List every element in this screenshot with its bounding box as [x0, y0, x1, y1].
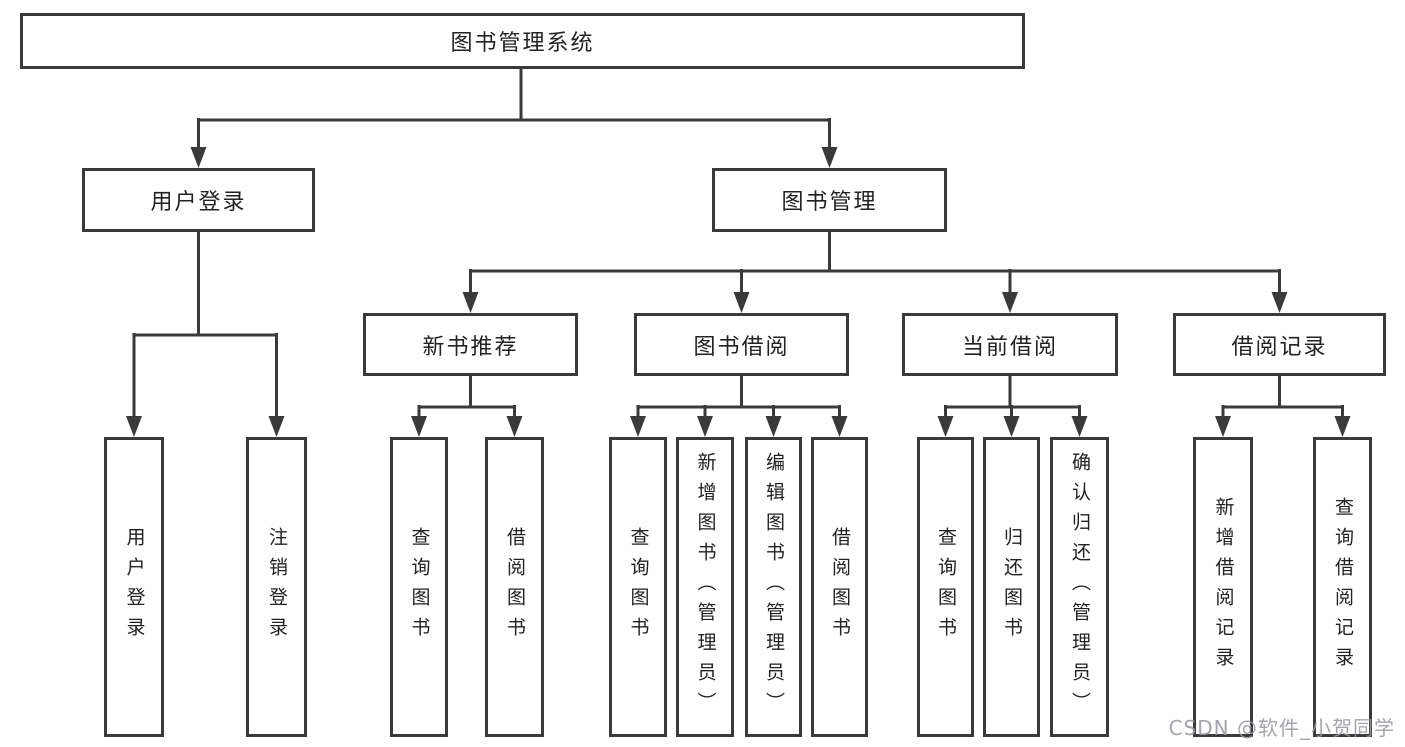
node-label: 图书管理: [781, 190, 878, 215]
node-current-borrow: 当前借阅: [902, 313, 1118, 376]
leaf-confirm-return-admin: 确认归还（管理员）: [1050, 437, 1109, 737]
leaf-borrow-books: 借阅图书: [811, 437, 868, 737]
node-label: 归还图书: [1001, 527, 1023, 647]
node-label: 用户登录: [150, 190, 247, 215]
node-label: 确认归还（管理员）: [1069, 452, 1091, 722]
node-library-system: 图书管理系统: [20, 13, 1025, 69]
node-label: 查询图书: [935, 527, 957, 647]
leaf-add-borrow-record: 新增借阅记录: [1193, 437, 1253, 737]
node-book-management: 图书管理: [712, 168, 947, 232]
leaf-query-borrow-record: 查询借阅记录: [1313, 437, 1372, 737]
node-label: 查询图书: [408, 527, 431, 647]
node-label: 新增借阅记录: [1212, 497, 1235, 677]
node-label: 注销登录: [266, 527, 288, 647]
leaf-user-login: 用户登录: [104, 437, 164, 737]
node-user-login-branch: 用户登录: [82, 168, 315, 232]
node-label: 借阅图书: [504, 527, 526, 647]
node-label: 借阅记录: [1231, 334, 1328, 360]
node-label: 用户登录: [123, 527, 146, 647]
leaf-recommend-borrow-books: 借阅图书: [485, 437, 544, 737]
leaf-current-query-books: 查询图书: [917, 437, 974, 737]
leaf-return-books: 归还图书: [983, 437, 1040, 737]
leaf-recommend-query-books: 查询图书: [390, 437, 448, 737]
node-label: 编辑图书（管理员）: [763, 452, 785, 722]
node-label: 新增图书（管理员）: [694, 452, 717, 722]
node-book-borrow: 图书借阅: [634, 313, 849, 376]
leaf-edit-books-admin: 编辑图书（管理员）: [745, 437, 802, 737]
node-label: 查询借阅记录: [1332, 497, 1354, 677]
node-label: 借阅图书: [829, 527, 851, 647]
node-label: 新书推荐: [422, 334, 519, 360]
leaf-borrow-query-books: 查询图书: [609, 437, 667, 737]
leaf-logout: 注销登录: [246, 437, 307, 737]
node-new-book-recommend: 新书推荐: [363, 313, 578, 376]
node-label: 当前借阅: [961, 334, 1058, 360]
csdn-watermark: CSDN @软件_小贺同学: [1168, 716, 1395, 740]
node-label: 图书借阅: [693, 334, 790, 360]
leaf-add-books-admin: 新增图书（管理员）: [676, 437, 734, 737]
node-label: 图书管理系统: [450, 31, 595, 56]
node-borrow-records: 借阅记录: [1173, 313, 1386, 376]
node-label: 查询图书: [627, 527, 650, 647]
